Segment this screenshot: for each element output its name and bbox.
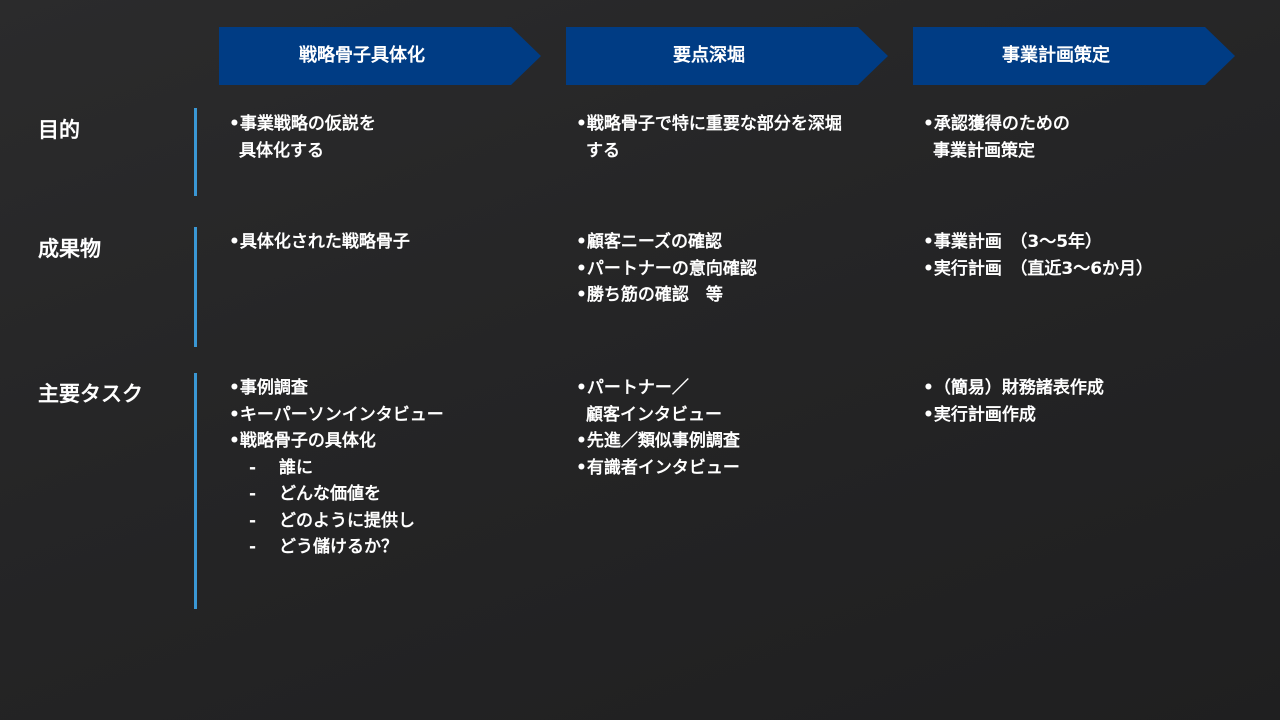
cell-line: •パートナーの意向確認 [576,258,757,279]
cell-line: •勝ち筋の確認 等 [576,285,723,305]
cell-deliverables-stage-2: •顧客ニーズの確認 •パートナーの意向確認 •勝ち筋の確認 等 [576,229,757,309]
cell-line: •事業計画 （3～5年） [923,232,1103,252]
cell-purpose-stage-2: •戦略骨子で特に重要な部分を深堀 する [576,111,842,164]
stage-label-3: 事業計画策定 [1002,45,1110,66]
cell-line: - どのように提供し [249,510,415,531]
row-divider-deliverables [194,227,197,347]
chevron-arrow-shape [566,27,888,85]
cell-purpose-stage-3: •承認獲得のための 事業計画策定 [923,111,1070,164]
cell-tasks-stage-1: •事例調査 •キーパーソンインタビュー •戦略骨子の具体化 - 誰に - どんな… [229,375,444,561]
row-divider-purpose [194,108,197,196]
cell-deliverables-stage-3: •事業計画 （3～5年） •実行計画 （直近3～6か月） [923,229,1153,282]
cell-line: •戦略骨子の具体化 [229,431,376,451]
cell-line: する [586,140,620,161]
cell-purpose-stage-1: •事業戦略の仮説を 具体化する [229,111,376,164]
cell-line: •（簡易）財務諸表作成 [923,378,1104,398]
cell-line: - どんな価値を [249,484,381,504]
chevron-arrow-shape [913,27,1235,85]
chevron-arrow-shape [219,27,541,85]
stage-label-1: 戦略骨子具体化 [299,45,425,66]
cell-line: •実行計画作成 [923,404,1036,425]
cell-line: •戦略骨子で特に重要な部分を深堀 [576,114,842,134]
cell-line: •事例調査 [229,378,308,398]
row-label-deliverables: 成果物 [38,237,101,261]
cell-line: •具体化された戦略骨子 [229,232,410,252]
cell-line: 事業計画策定 [933,140,1035,161]
cell-line: •パートナー／ [576,378,689,398]
cell-line: •承認獲得のための [923,114,1070,134]
cell-line: •顧客ニーズの確認 [576,232,723,252]
row-label-purpose: 目的 [38,118,80,142]
cell-line: •先進／類似事例調査 [576,431,740,451]
cell-line: 具体化する [239,140,324,161]
cell-tasks-stage-2: •パートナー／ 顧客インタビュー •先進／類似事例調査 •有識者インタビュー [576,375,740,481]
cell-line: •有識者インタビュー [576,457,740,478]
cell-line: •実行計画 （直近3～6か月） [923,258,1154,279]
stage-label-2: 要点深堀 [673,45,745,66]
row-label-main-tasks: 主要タスク [38,382,143,406]
cell-line: - どう儲けるか？ [249,537,398,557]
cell-tasks-stage-3: •（簡易）財務諸表作成 •実行計画作成 [923,375,1104,428]
cell-line: •事業戦略の仮説を [229,114,376,134]
cell-line: - 誰に [249,457,313,478]
cell-deliverables-stage-1: •具体化された戦略骨子 [229,229,410,256]
row-divider-main-tasks [194,373,197,609]
cell-line: •キーパーソンインタビュー [229,404,444,425]
cell-line: 顧客インタビュー [586,404,722,425]
